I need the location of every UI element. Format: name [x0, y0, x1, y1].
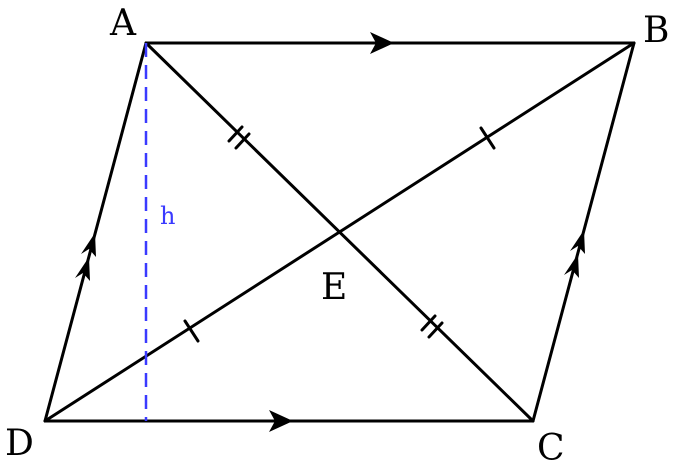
double-arrow-cb — [564, 230, 585, 278]
tick-ed — [183, 319, 200, 343]
double-tick-ae — [227, 125, 251, 150]
label-h: h — [160, 202, 175, 230]
label-c: C — [537, 428, 565, 465]
label-a: A — [109, 3, 137, 44]
label-d: D — [5, 423, 34, 464]
arrow-ab — [370, 32, 394, 54]
arrow-dc — [269, 410, 293, 432]
label-b: B — [643, 10, 669, 51]
label-e: E — [321, 267, 347, 308]
double-tick-ec — [420, 314, 444, 339]
side-da — [43, 41, 148, 423]
double-arrow-da — [75, 233, 96, 281]
tick-be — [479, 126, 496, 150]
diagonal-db — [43, 41, 636, 423]
